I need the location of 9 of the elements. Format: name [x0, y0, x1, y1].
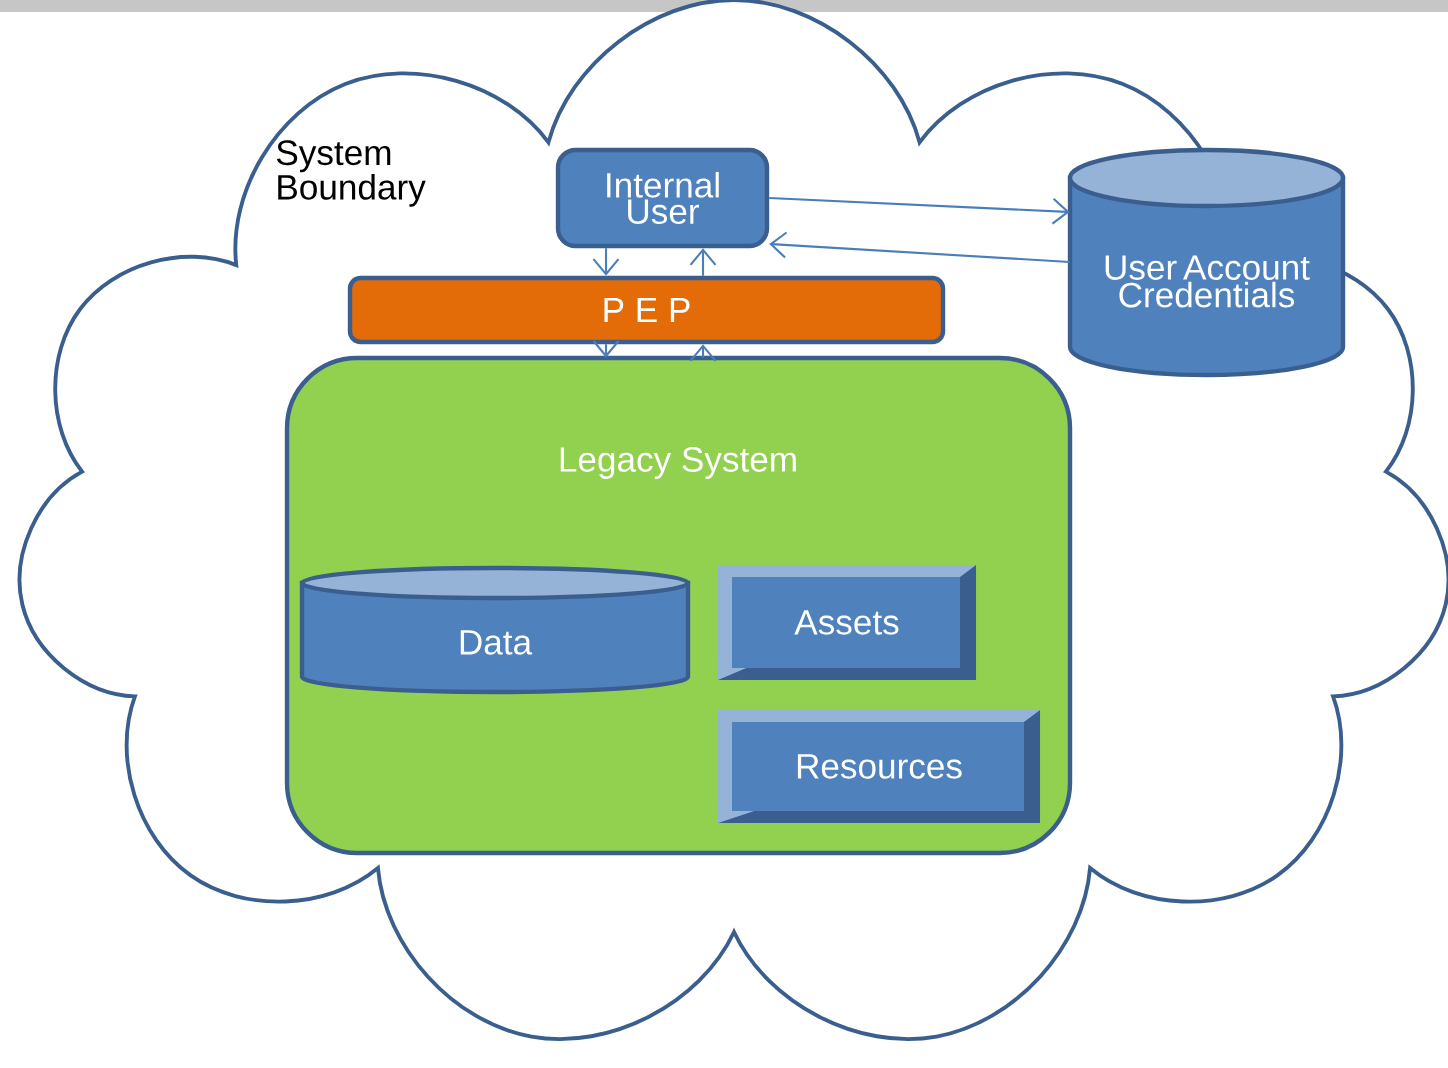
bevel-box: Assets: [718, 565, 976, 680]
arrow: [769, 231, 1070, 264]
pep-bar: P E P: [347, 275, 946, 345]
arrow: [769, 196, 1070, 225]
database-cylinder: Data: [299, 565, 691, 695]
process-box: Internal User: [555, 147, 770, 249]
node-label: System Boundary: [276, 140, 426, 207]
bevel-box: Resources: [718, 710, 1040, 823]
database-cylinder: User Account Credentials: [1067, 147, 1346, 378]
